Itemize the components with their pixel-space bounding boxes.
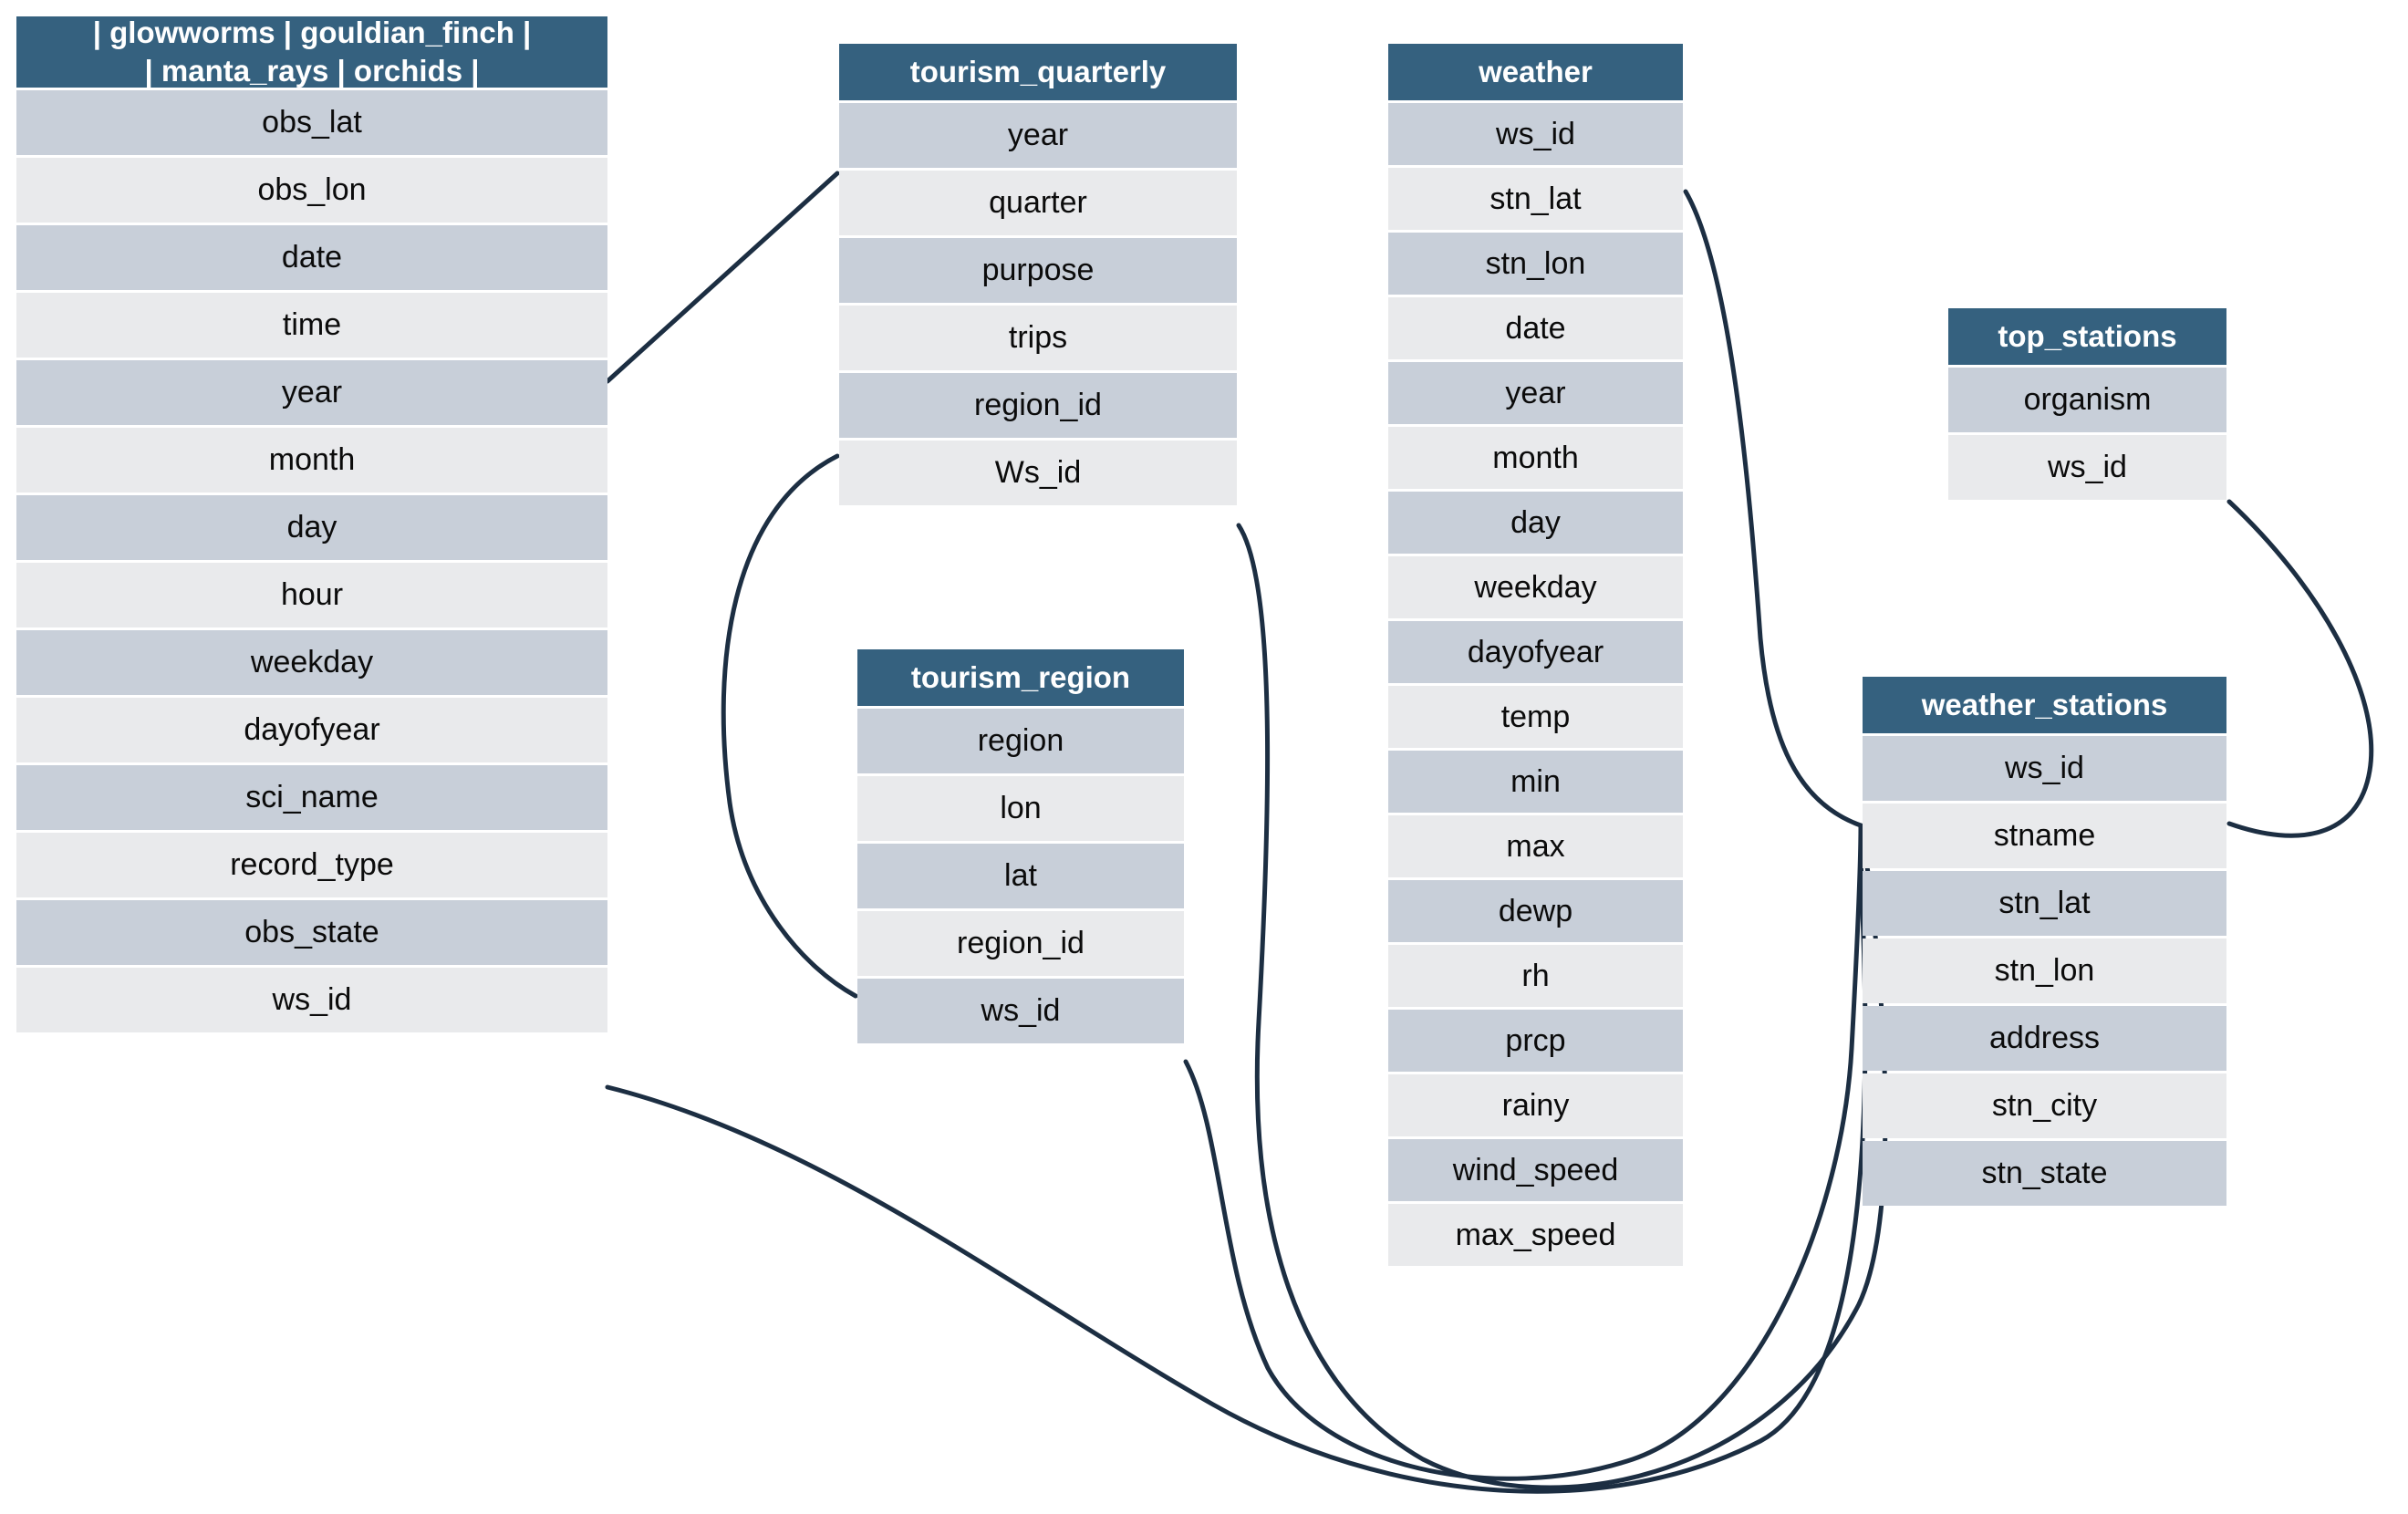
field-organisms-sci-name[interactable]: sci_name: [16, 765, 607, 830]
field-weather-dewp[interactable]: dewp: [1388, 880, 1683, 942]
field-weather-stations-stn-lat[interactable]: stn_lat: [1863, 871, 2226, 936]
field-weather-stations-ws-id[interactable]: ws_id: [1863, 736, 2226, 801]
field-weather-max[interactable]: max: [1388, 815, 1683, 877]
field-weather-rainy[interactable]: rainy: [1388, 1074, 1683, 1136]
table-tourism-quarterly[interactable]: tourism_quarterly year quarter purpose t…: [839, 44, 1237, 505]
field-organisms-weekday[interactable]: weekday: [16, 630, 607, 695]
table-organisms[interactable]: | glowworms | gouldian_finch | | manta_r…: [16, 16, 607, 1032]
field-weather-day[interactable]: day: [1388, 492, 1683, 554]
field-top-stations-ws-id[interactable]: ws_id: [1948, 435, 2226, 500]
field-weather-month[interactable]: month: [1388, 427, 1683, 489]
field-weather-date[interactable]: date: [1388, 297, 1683, 359]
field-organisms-hour[interactable]: hour: [16, 563, 607, 627]
field-tourism-region-ws-id[interactable]: ws_id: [857, 979, 1184, 1043]
field-organisms-obs-lat[interactable]: obs_lat: [16, 90, 607, 155]
field-weather-rh[interactable]: rh: [1388, 945, 1683, 1007]
field-tourism-region-region[interactable]: region: [857, 709, 1184, 773]
table-weather-stations[interactable]: weather_stations ws_id stname stn_lat st…: [1863, 677, 2226, 1206]
field-weather-ws-id[interactable]: ws_id: [1388, 103, 1683, 165]
field-weather-weekday[interactable]: weekday: [1388, 556, 1683, 618]
table-tourism-region[interactable]: tourism_region region lon lat region_id …: [857, 649, 1184, 1043]
field-tourism-quarterly-purpose[interactable]: purpose: [839, 238, 1237, 303]
field-weather-dayofyear[interactable]: dayofyear: [1388, 621, 1683, 683]
field-organisms-year[interactable]: year: [16, 360, 607, 425]
field-weather-max-speed[interactable]: max_speed: [1388, 1204, 1683, 1266]
field-tourism-region-region-id[interactable]: region_id: [857, 911, 1184, 976]
edge-tourism-quarterly-region-id-to-tourism-region-region-id: [721, 453, 858, 999]
field-top-stations-organism[interactable]: organism: [1948, 368, 2226, 432]
field-organisms-record-type[interactable]: record_type: [16, 833, 607, 897]
field-weather-stations-address[interactable]: address: [1863, 1006, 2226, 1071]
field-weather-stations-stname[interactable]: stname: [1863, 804, 2226, 868]
table-weather-header: weather: [1388, 44, 1683, 100]
edge-weather-ws-id-to-weather-stations-ws-id: [1683, 189, 1863, 828]
field-weather-stn-lon[interactable]: stn_lon: [1388, 233, 1683, 295]
field-weather-stations-stn-state[interactable]: stn_state: [1863, 1141, 2226, 1206]
field-organisms-obs-state[interactable]: obs_state: [16, 900, 607, 965]
field-weather-wind-speed[interactable]: wind_speed: [1388, 1139, 1683, 1201]
table-weather[interactable]: weather ws_id stn_lat stn_lon date year …: [1388, 44, 1683, 1266]
table-organisms-header: | glowworms | gouldian_finch | | manta_r…: [16, 16, 607, 88]
field-organisms-dayofyear[interactable]: dayofyear: [16, 698, 607, 762]
table-top-stations[interactable]: top_stations organism ws_id: [1948, 308, 2226, 500]
field-organisms-time[interactable]: time: [16, 293, 607, 358]
field-organisms-ws-id[interactable]: ws_id: [16, 968, 607, 1032]
edge-organisms-time-to-tourism-quarterly-year: [605, 171, 840, 384]
table-top-stations-header: top_stations: [1948, 308, 2226, 365]
field-tourism-region-lon[interactable]: lon: [857, 776, 1184, 841]
field-tourism-quarterly-region-id[interactable]: region_id: [839, 373, 1237, 438]
field-weather-stations-stn-lon[interactable]: stn_lon: [1863, 938, 2226, 1003]
field-organisms-month[interactable]: month: [16, 428, 607, 493]
table-tourism-quarterly-header: tourism_quarterly: [839, 44, 1237, 100]
field-weather-stn-lat[interactable]: stn_lat: [1388, 168, 1683, 230]
field-organisms-day[interactable]: day: [16, 495, 607, 560]
field-weather-temp[interactable]: temp: [1388, 686, 1683, 748]
field-weather-min[interactable]: min: [1388, 751, 1683, 813]
field-tourism-quarterly-trips[interactable]: trips: [839, 306, 1237, 370]
table-tourism-region-header: tourism_region: [857, 649, 1184, 706]
field-weather-year[interactable]: year: [1388, 362, 1683, 424]
field-tourism-quarterly-year[interactable]: year: [839, 103, 1237, 168]
field-organisms-date[interactable]: date: [16, 225, 607, 290]
field-tourism-region-lat[interactable]: lat: [857, 844, 1184, 908]
field-weather-stations-stn-city[interactable]: stn_city: [1863, 1073, 2226, 1138]
table-weather-stations-header: weather_stations: [1863, 677, 2226, 733]
field-weather-prcp[interactable]: prcp: [1388, 1010, 1683, 1072]
field-organisms-obs-lon[interactable]: obs_lon: [16, 158, 607, 223]
field-tourism-quarterly-quarter[interactable]: quarter: [839, 171, 1237, 235]
field-tourism-quarterly-ws-id[interactable]: Ws_id: [839, 441, 1237, 505]
edge-top-stations-ws-id-to-weather-stations-ws-id: [2226, 499, 2374, 838]
